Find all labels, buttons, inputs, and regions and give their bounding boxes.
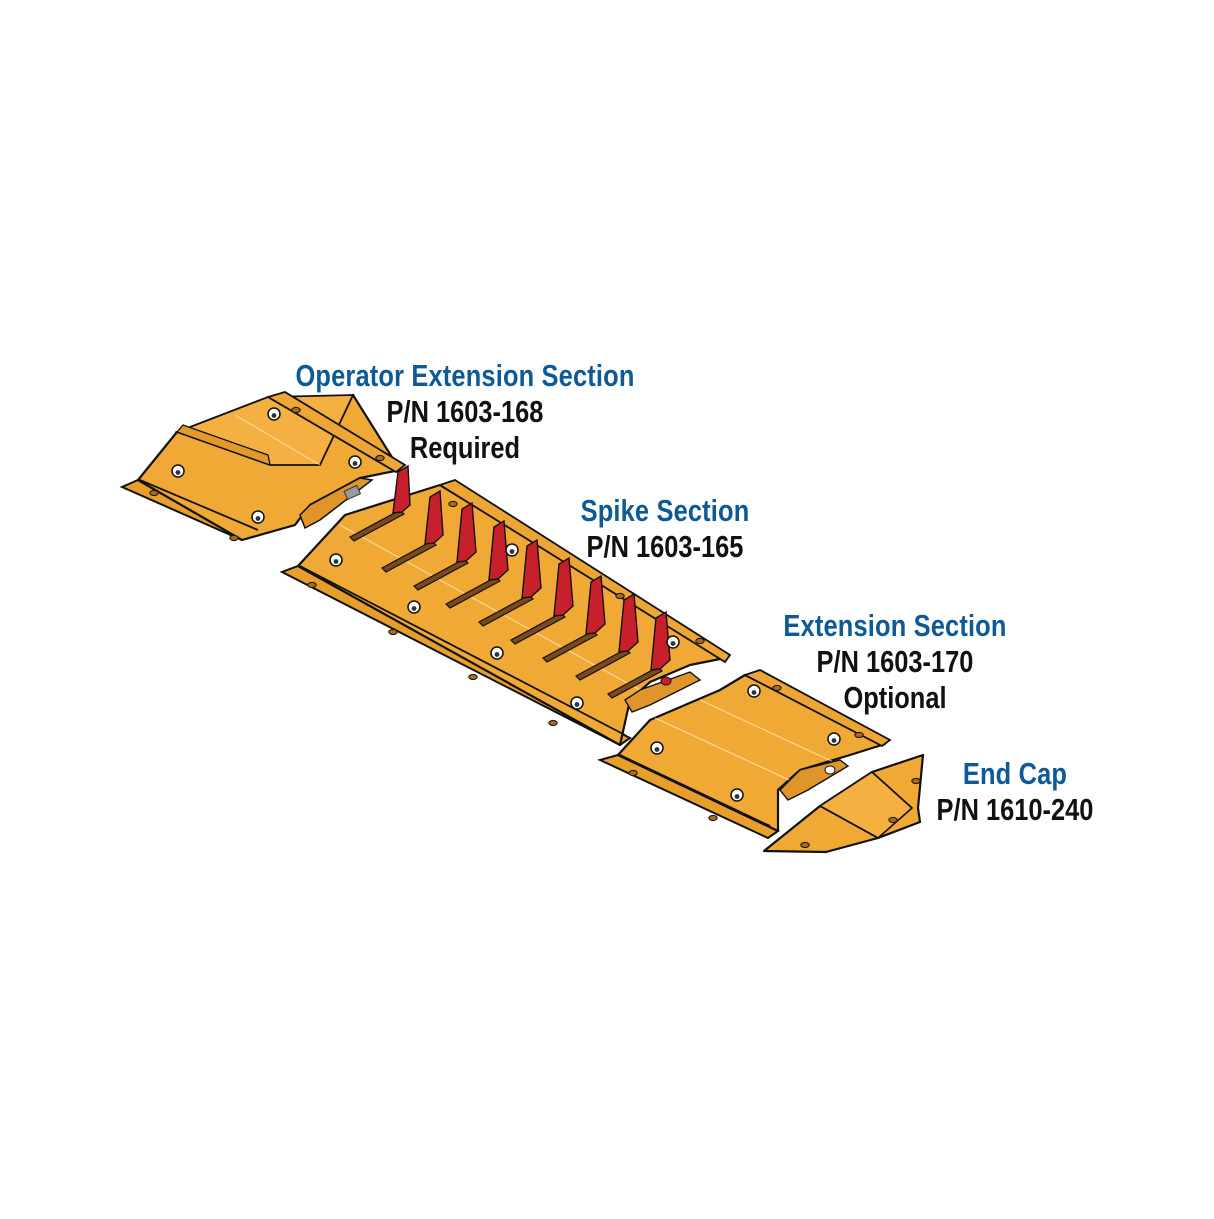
operator-extension-section-part [119, 391, 407, 542]
part-number: P/N 1610-240 [936, 792, 1094, 827]
part-note: Required [409, 430, 521, 465]
part-number: P/N 1603-165 [586, 529, 744, 564]
end-cap-part [762, 753, 925, 854]
extension-section-label: Extension Section P/N 1603-170 Optional [780, 610, 1010, 713]
part-number: P/N 1603-170 [816, 644, 974, 679]
spike-section-label: Spike Section P/N 1603-165 [567, 495, 764, 562]
spike-section-part [279, 464, 732, 747]
spike-row [349, 464, 671, 699]
operator-extension-section-label: Operator Extension Section P/N 1603-168 … [285, 360, 646, 463]
part-note: Optional [843, 680, 947, 715]
part-number: P/N 1603-168 [386, 394, 544, 429]
part-title: Operator Extension Section [295, 358, 635, 393]
end-cap-label: End Cap P/N 1610-240 [921, 758, 1110, 825]
extension-section-part [597, 669, 892, 840]
part-title: Spike Section [580, 493, 750, 528]
part-title: Extension Section [783, 608, 1007, 643]
part-title: End Cap [962, 756, 1068, 791]
